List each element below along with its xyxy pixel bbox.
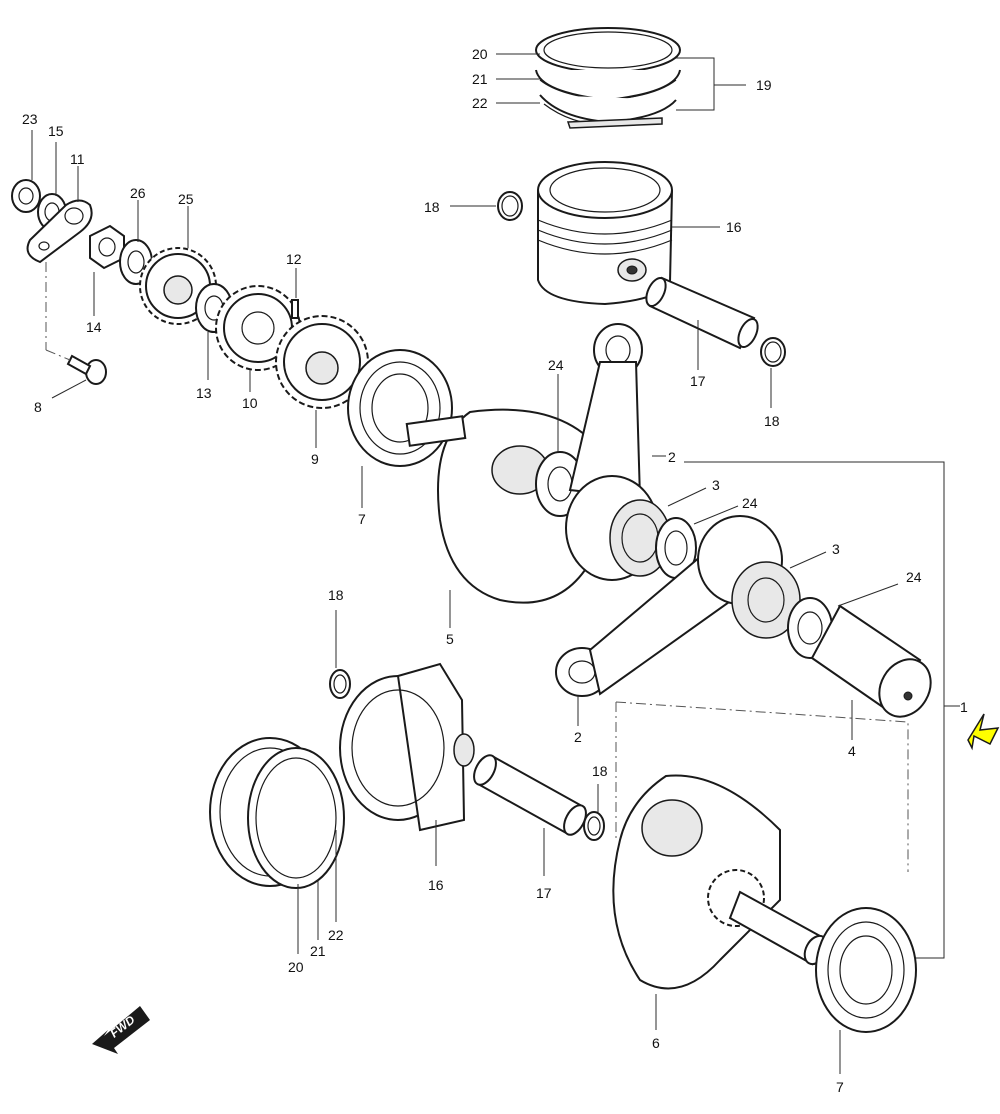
label-22-bottom: 22: [328, 927, 344, 943]
label-1: 1: [960, 699, 968, 715]
label-13: 13: [196, 385, 212, 401]
label-18-c: 18: [328, 587, 344, 603]
piston-ring-set-top: [535, 27, 681, 129]
piston-top: [537, 161, 673, 306]
circlip-18-top-left: [497, 191, 523, 221]
label-4: 4: [848, 743, 856, 759]
label-6: 6: [652, 1035, 660, 1051]
label-26: 26: [130, 185, 146, 201]
label-24-b: 24: [742, 495, 758, 511]
label-2-a: 2: [668, 449, 676, 465]
crank-half-6: [612, 774, 829, 990]
label-3-a: 3: [712, 477, 720, 493]
label-16-a: 16: [726, 219, 742, 235]
label-5: 5: [446, 631, 454, 647]
wrist-pin-top: [645, 276, 759, 350]
label-19: 19: [756, 77, 772, 93]
label-18-b: 18: [764, 413, 780, 429]
label-9: 9: [311, 451, 319, 467]
label-7-a: 7: [358, 511, 366, 527]
cap-nut-23: [11, 179, 41, 213]
label-16-b: 16: [428, 877, 444, 893]
spring-pin-12: [291, 299, 299, 319]
forward-direction-badge: FWD: [92, 1006, 150, 1054]
label-24-c: 24: [906, 569, 922, 585]
pointer-arrow-icon: [967, 713, 1000, 751]
wrist-pin-bottom: [473, 754, 587, 836]
label-14: 14: [86, 319, 102, 335]
thrust-washer-24-b: [655, 517, 697, 579]
gear-9: [275, 315, 369, 409]
label-21-top: 21: [472, 71, 488, 87]
label-11: 11: [70, 151, 85, 167]
label-17-a: 17: [690, 373, 706, 389]
label-21-bottom: 21: [310, 943, 326, 959]
label-22-top: 22: [472, 95, 488, 111]
label-10: 10: [242, 395, 258, 411]
label-7-b: 7: [836, 1079, 844, 1095]
crank-pin-4: [810, 604, 932, 718]
label-3-b: 3: [832, 541, 840, 557]
label-12: 12: [286, 251, 302, 267]
label-25: 25: [178, 191, 194, 207]
label-23: 23: [22, 111, 38, 127]
circlip-18-top-right: [760, 337, 786, 367]
nut-14: [89, 224, 125, 270]
label-15: 15: [48, 123, 64, 139]
label-18-a: 18: [424, 199, 440, 215]
label-20-bottom: 20: [288, 959, 304, 975]
label-2-b: 2: [574, 729, 582, 745]
piston-bottom: [339, 662, 475, 832]
circlip-18-bottom-right: [583, 811, 605, 841]
gear-10: [215, 285, 301, 371]
label-17-b: 17: [536, 885, 552, 901]
label-24-a: 24: [548, 357, 564, 373]
label-18-d: 18: [592, 763, 608, 779]
circlip-18-bottom-left: [329, 669, 351, 699]
needle-bearing-3-a: [609, 499, 671, 577]
piston-ring-set-bottom: [209, 737, 345, 889]
bearing-7-right: [815, 907, 917, 1033]
bearing-7-left: [347, 349, 453, 467]
lock-plate-11: [26, 199, 93, 264]
label-8: 8: [34, 399, 42, 415]
screw-8: [66, 354, 107, 385]
label-20-top: 20: [472, 46, 488, 62]
